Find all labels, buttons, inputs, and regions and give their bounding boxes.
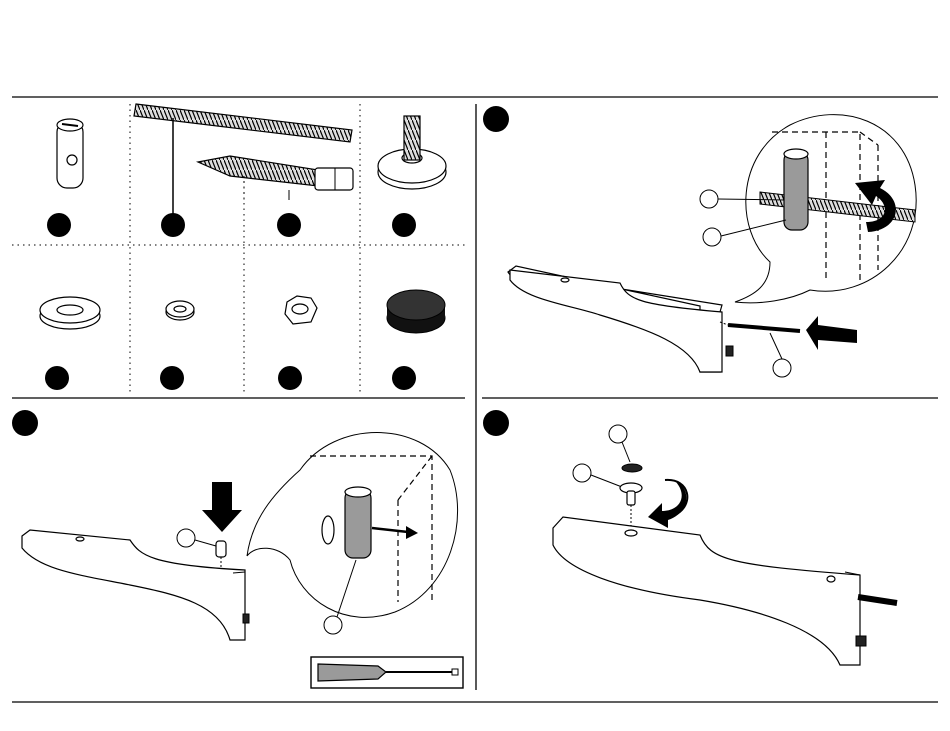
screwdriver-icon xyxy=(311,657,463,688)
part-callout xyxy=(700,190,718,208)
threaded-rod-icon xyxy=(858,597,897,603)
part-badge xyxy=(47,213,71,237)
flat-washer-icon xyxy=(40,297,100,329)
leveler-foot-icon xyxy=(378,116,446,189)
part-badge xyxy=(392,366,416,390)
part-badge xyxy=(277,213,301,237)
part-callout xyxy=(703,228,721,246)
part-badge xyxy=(161,213,185,237)
felt-pad-icon xyxy=(387,290,445,333)
parts-legend xyxy=(12,104,465,392)
step-b-panel xyxy=(12,410,463,688)
lag-screw-icon xyxy=(198,156,353,200)
hex-nut-icon xyxy=(627,491,635,505)
leg-with-barrel-nut-icon xyxy=(22,530,245,640)
step-c-panel xyxy=(483,410,897,665)
step-a-panel xyxy=(483,106,916,377)
part-badge xyxy=(160,366,184,390)
hex-nut-icon xyxy=(285,296,317,324)
part-badge xyxy=(45,366,69,390)
part-callout xyxy=(609,425,627,443)
step-badge xyxy=(12,410,38,436)
part-badge xyxy=(392,213,416,237)
barrel-nut-icon xyxy=(57,119,83,188)
threaded-rod-icon xyxy=(728,325,800,331)
step-badge xyxy=(483,106,509,132)
lock-washer-icon xyxy=(166,301,194,320)
hex-nut-icon xyxy=(726,346,733,356)
part-callout xyxy=(324,616,342,634)
push-arrow-icon xyxy=(806,316,857,350)
step-badge xyxy=(483,410,509,436)
leg-with-threaded-rod-icon xyxy=(510,270,722,372)
part-callout xyxy=(573,464,591,482)
leg-with-washer-and-nut-icon xyxy=(553,517,860,665)
part-badge xyxy=(278,366,302,390)
part-callout xyxy=(177,529,195,547)
rotate-arrow-icon xyxy=(648,482,686,528)
lock-washer-icon xyxy=(622,464,642,472)
insert-arrow-icon xyxy=(202,482,242,532)
part-callout xyxy=(773,359,791,377)
barrel-nut-icon xyxy=(216,541,226,557)
barrel-nut-icon xyxy=(784,152,808,230)
barrel-nut-icon xyxy=(345,490,371,558)
